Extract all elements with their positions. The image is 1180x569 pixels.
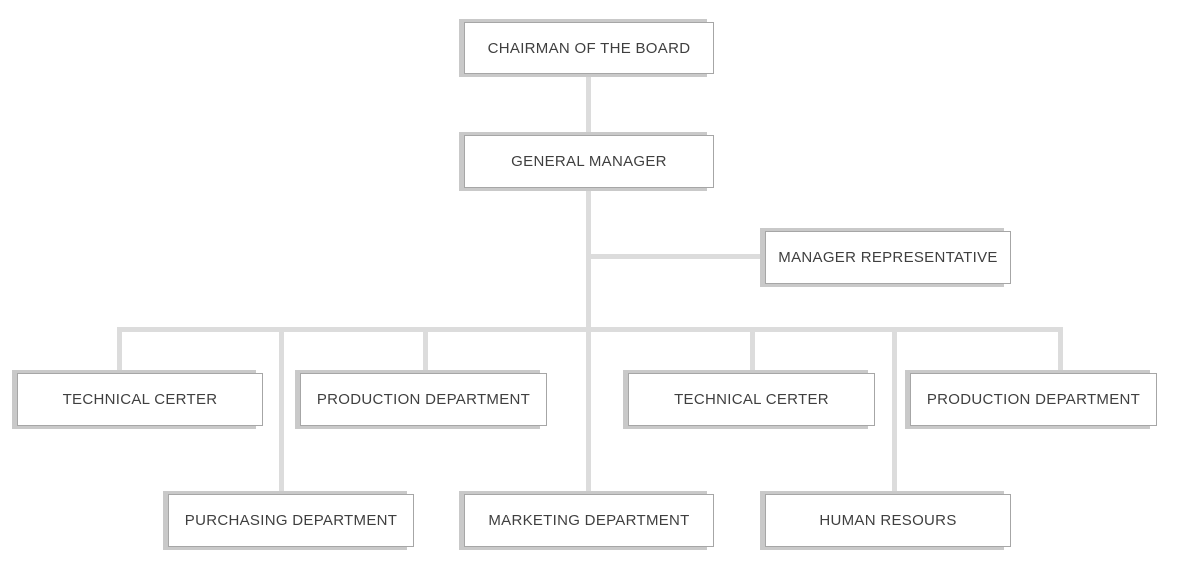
connector-drop-technical-center-2 <box>750 327 755 373</box>
org-node-chairman: CHAIRMAN OF THE BOARD <box>464 22 714 74</box>
org-node-technical-center-1: TECHNICAL CERTER <box>17 373 263 426</box>
connector-drop-purchasing-department <box>279 327 284 494</box>
connector-to-manager-representative <box>586 254 765 259</box>
org-node-label: PURCHASING DEPARTMENT <box>184 512 398 529</box>
org-node-label: CHAIRMAN OF THE BOARD <box>487 39 691 57</box>
org-node-purchasing-department: PURCHASING DEPARTMENT <box>168 494 414 547</box>
connector-gm-vertical-spine <box>586 188 591 494</box>
org-node-technical-center-2: TECHNICAL CERTER <box>628 373 875 426</box>
org-node-label: TECHNICAL CERTER <box>62 391 218 408</box>
org-node-production-department-1: PRODUCTION DEPARTMENT <box>300 373 547 426</box>
org-node-production-department-2: PRODUCTION DEPARTMENT <box>910 373 1157 426</box>
connector-drop-technical-center-1 <box>117 327 122 373</box>
connector-horizontal-trunk <box>117 327 1063 332</box>
org-node-label: TECHNICAL CERTER <box>674 391 829 408</box>
connector-drop-human-resources <box>892 327 897 494</box>
org-node-human-resources: HUMAN RESOURS <box>765 494 1011 547</box>
org-node-label: MANAGER REPRESENTATIVE <box>778 249 998 266</box>
org-node-label: GENERAL MANAGER <box>511 153 667 170</box>
org-node-label: MARKETING DEPARTMENT <box>488 512 690 529</box>
org-node-label: HUMAN RESOURS <box>819 512 957 529</box>
org-node-label: PRODUCTION DEPARTMENT <box>926 391 1141 408</box>
org-node-manager-representative: MANAGER REPRESENTATIVE <box>765 231 1011 284</box>
connector-drop-production-department-1 <box>423 327 428 373</box>
org-node-marketing-department: MARKETING DEPARTMENT <box>464 494 714 547</box>
connector-drop-production-department-2 <box>1058 327 1063 373</box>
org-node-general-manager: GENERAL MANAGER <box>464 135 714 188</box>
connector-chairman-to-gm <box>586 74 591 135</box>
org-node-label: PRODUCTION DEPARTMENT <box>316 391 531 408</box>
